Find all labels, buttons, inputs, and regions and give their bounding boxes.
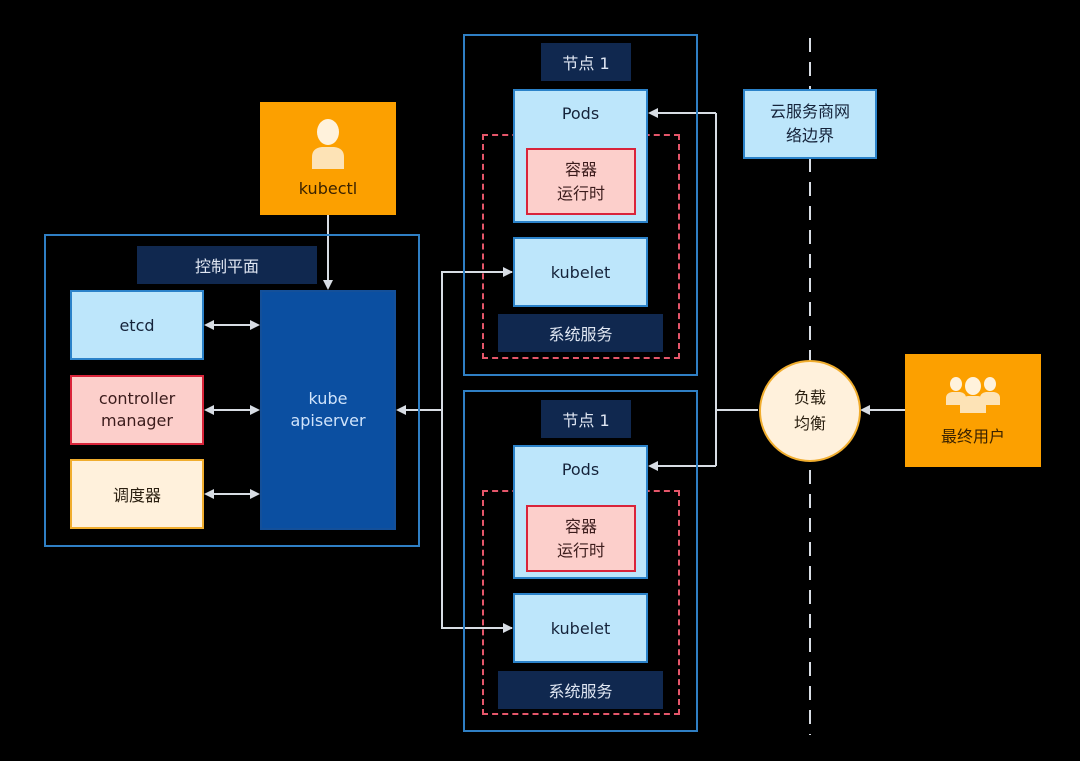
user-icon: [312, 119, 344, 169]
scheduler-box: 调度器: [70, 459, 204, 529]
kubelet-box: kubelet: [513, 237, 648, 307]
end-users-label: 最终用户: [940, 426, 1005, 446]
node-frame: [463, 34, 698, 376]
end-users-box: 最终用户: [905, 354, 1041, 467]
kubectl-label: kubectl: [298, 179, 358, 198]
etcd-box: etcd: [70, 290, 204, 360]
node-title: 节点 1: [541, 43, 631, 81]
system-services-label: 系统服务: [498, 671, 663, 709]
control-plane-frame: [44, 234, 420, 547]
system-services-label: 系统服务: [498, 314, 663, 352]
cloud-boundary-label: 云服务商网 络边界: [743, 89, 877, 159]
container-runtime-box: 容器 运行时: [526, 505, 636, 572]
kube-apiserver-box: kube apiserver: [260, 290, 396, 530]
users-group-icon: [946, 376, 1000, 413]
controller-manager-box: controller manager: [70, 375, 204, 445]
node-frame: [463, 390, 698, 732]
node-title: 节点 1: [541, 400, 631, 438]
load-balancer: 负载 均衡: [759, 360, 861, 462]
control-plane-title: 控制平面: [137, 246, 317, 284]
kubelet-box: kubelet: [513, 593, 648, 663]
kubectl-box: kubectl: [260, 102, 396, 215]
container-runtime-box: 容器 运行时: [526, 148, 636, 215]
